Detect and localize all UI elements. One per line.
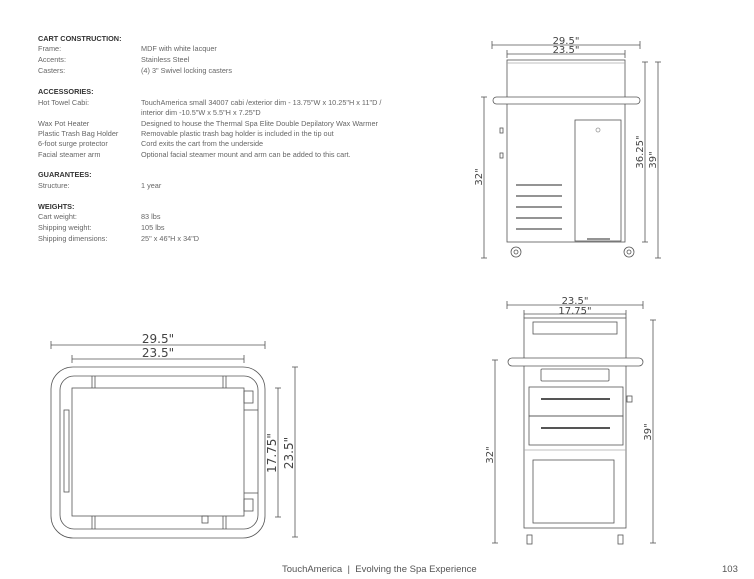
spec-label: 6-foot surge protector (38, 139, 108, 148)
dimension-label: 39" (648, 151, 659, 168)
spec-value: Designed to house the Thermal Spa Elite … (141, 119, 378, 128)
dimension-label: 39" (643, 423, 654, 440)
spec-label: Facial steamer arm (38, 150, 101, 159)
spec-label: Structure: (38, 181, 70, 190)
spec-value: 105 lbs (141, 223, 165, 232)
spec-label: Frame: (38, 44, 62, 53)
dimension-label: 36.25" (635, 135, 646, 168)
spec-value: Removable plastic trash bag holder is in… (141, 129, 334, 138)
spec-value: 25" x 46"H x 34"D (141, 234, 200, 243)
dimension-label: 17.75" (265, 433, 279, 473)
footer-tagline: TouchAmerica | Evolving the Spa Experien… (282, 564, 477, 575)
dimension-label: 23.5" (562, 296, 589, 307)
spec-label: Shipping dimensions: (38, 234, 108, 243)
dimension-label: 29.5" (553, 36, 580, 47)
footer-brand: TouchAmerica (282, 564, 343, 575)
footer-tagline-text: Evolving the Spa Experience (355, 564, 477, 575)
accessories-heading: ACCESSORIES: (38, 87, 94, 96)
spec-label: Wax Pot Heater (38, 119, 90, 128)
dimension-label: 29.5" (142, 332, 174, 346)
cart-construction-heading: CART CONSTRUCTION: (38, 34, 122, 43)
spec-value: Optional facial steamer mount and arm ca… (141, 150, 351, 159)
dimension-label: 17.75" (558, 306, 591, 317)
front-view-drawing (481, 41, 661, 259)
spec-label: Plastic Trash Bag Holder (38, 129, 119, 138)
page-number: 103 (722, 564, 738, 575)
spec-value: Cord exits the cart from the underside (141, 139, 264, 148)
guarantees-heading: GUARANTEES: (38, 170, 92, 179)
side-view-drawing (492, 301, 656, 545)
spec-value: MDF with white lacquer (141, 44, 217, 53)
dimension-label: 32" (474, 168, 485, 185)
spec-value: interior dim -10.5"W x 5.5"H x 7.25"D (141, 108, 261, 117)
spec-value: (4) 3" Swivel locking casters (141, 66, 232, 75)
dimension-label: 32" (485, 446, 496, 463)
spec-label: Shipping weight: (38, 223, 92, 232)
weights-heading: WEIGHTS: (38, 202, 75, 211)
spec-value: 1 year (141, 181, 162, 190)
top-view-drawing (50, 341, 298, 539)
spec-label: Hot Towel Cabi: (38, 98, 89, 107)
spec-label: Casters: (38, 66, 66, 75)
footer-separator: | (347, 564, 350, 575)
spec-label: Cart weight: (38, 212, 77, 221)
dimension-label: 23.5" (282, 437, 296, 469)
spec-value: TouchAmerica small 34007 cabi /exterior … (141, 98, 382, 107)
spec-label: Accents: (38, 55, 66, 64)
spec-value: Stainless Steel (141, 55, 190, 64)
dimension-label: 23.5" (142, 346, 174, 360)
dimension-label: 23.5" (553, 45, 580, 56)
spec-value: 83 lbs (141, 212, 161, 221)
